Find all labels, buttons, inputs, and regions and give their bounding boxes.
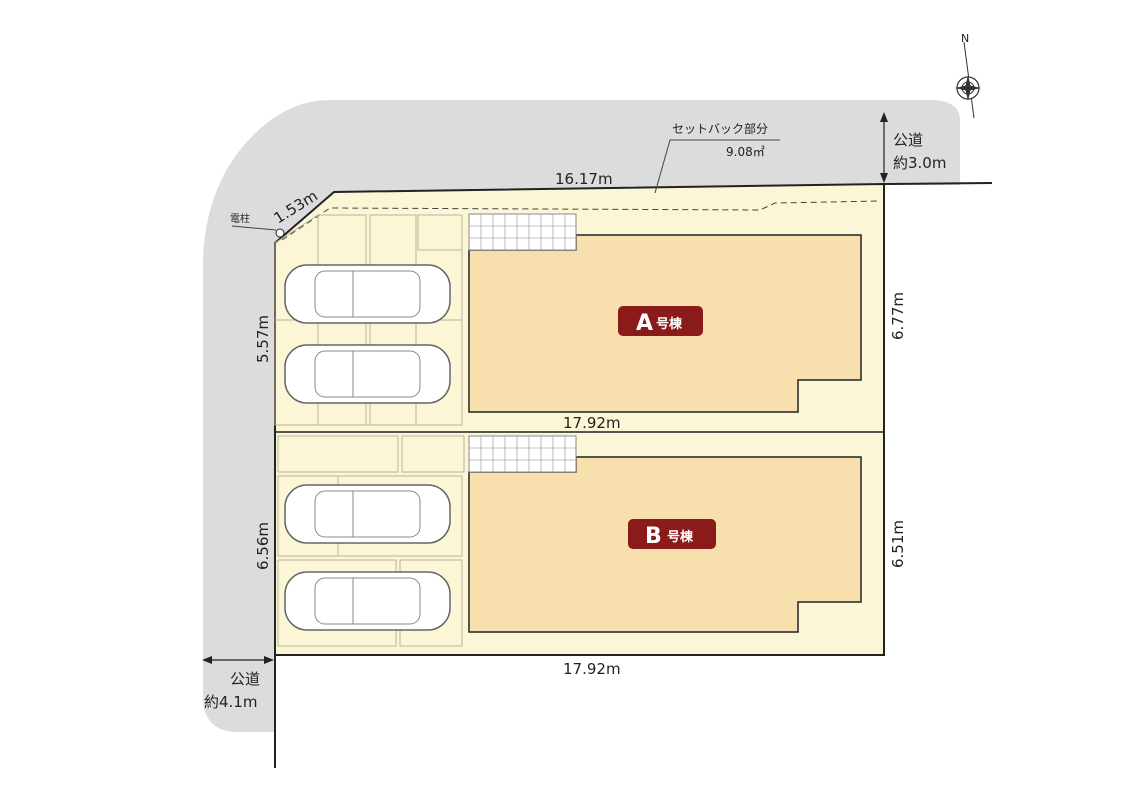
car-4 bbox=[284, 571, 451, 631]
road-west-arrow-left bbox=[202, 656, 212, 664]
utility-pole-marker bbox=[275, 228, 285, 238]
road-west-width: 約4.1m bbox=[204, 693, 257, 711]
road-north-width: 約3.0m bbox=[893, 154, 946, 172]
compass-north: N bbox=[961, 32, 969, 45]
dim-lot-a-east: 6.77m bbox=[889, 292, 907, 340]
road-north-arrow-top bbox=[880, 112, 888, 122]
building-a-letter: A bbox=[636, 311, 653, 336]
building-b-suffix: 号棟 bbox=[667, 529, 694, 545]
entrance-grid-b bbox=[468, 435, 577, 473]
setback-leader bbox=[654, 139, 780, 194]
building-a-suffix: 号棟 bbox=[656, 316, 683, 332]
utility-pole-leader bbox=[231, 225, 277, 231]
entrance-grid-a bbox=[468, 213, 577, 251]
setback-area: 9.08㎡ bbox=[726, 145, 765, 159]
dim-lot-a-west: 5.57m bbox=[254, 315, 272, 363]
car-3 bbox=[284, 484, 451, 544]
setback-label: セットバック部分 bbox=[672, 121, 768, 136]
dim-lot-b-west: 6.56m bbox=[254, 522, 272, 570]
road-west-name: 公道 bbox=[230, 670, 260, 688]
utility-pole-label: 電柱 bbox=[230, 212, 250, 225]
dim-middle-line: 17.92m bbox=[563, 414, 621, 432]
dim-lot-b-east: 6.51m bbox=[889, 520, 907, 568]
building-b-badge: B 号棟 bbox=[628, 519, 716, 549]
building-b-letter: B bbox=[645, 524, 662, 549]
car-2 bbox=[284, 344, 451, 404]
compass-icon bbox=[955, 41, 981, 119]
dim-south-edge: 17.92m bbox=[563, 660, 621, 678]
dim-north-edge: 16.17m bbox=[555, 170, 613, 188]
road-north-line bbox=[883, 182, 993, 185]
building-a-badge: A 号棟 bbox=[618, 306, 703, 336]
car-1 bbox=[284, 264, 451, 324]
road-west-arrow-right bbox=[264, 656, 274, 664]
road-north-arrow-bottom bbox=[880, 173, 888, 183]
road-north-name: 公道 bbox=[893, 131, 923, 149]
